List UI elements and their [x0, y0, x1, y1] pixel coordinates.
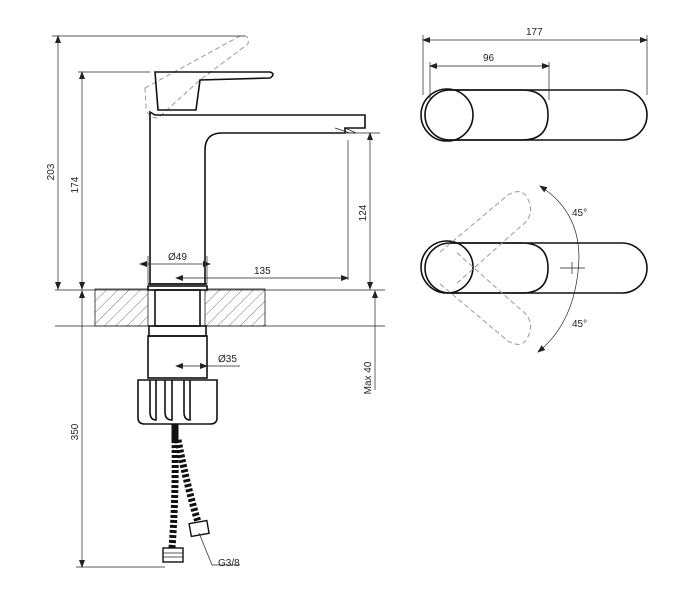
dim-hose-length: 350	[70, 423, 81, 440]
dim-top-width: 177	[526, 27, 543, 38]
dim-angle-upper: 45°	[572, 208, 587, 219]
dim-spout-height: 174	[70, 176, 81, 193]
dim-lever-length: 96	[483, 53, 495, 64]
dim-outlet-height: 124	[358, 204, 369, 221]
dim-base-diameter: Ø49	[168, 252, 187, 263]
countertop	[55, 288, 385, 327]
dim-shank-diameter: Ø35	[218, 354, 237, 365]
label-connection: G3/8	[218, 558, 240, 569]
dim-total-height: 203	[46, 163, 57, 180]
dim-max-thickness: Max 40	[363, 361, 374, 394]
dim-spout-reach: 135	[254, 266, 271, 277]
supply-hoses	[162, 424, 210, 563]
top-view-rotation	[420, 191, 648, 345]
dim-angle-lower: 45°	[572, 319, 587, 330]
faucet-body	[137, 35, 366, 425]
top-view-lever	[420, 88, 648, 142]
vertical-dimensions	[52, 35, 245, 568]
